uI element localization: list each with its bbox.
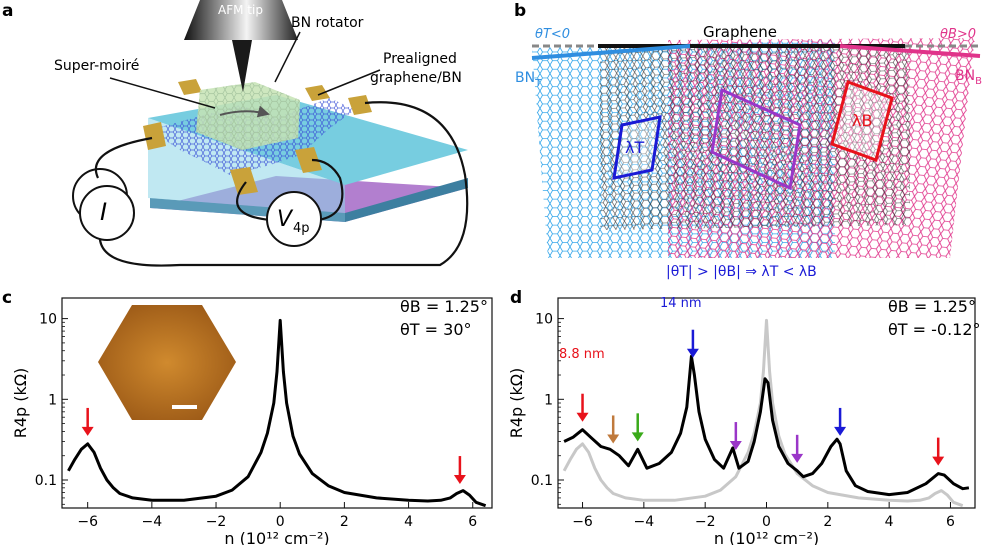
afm-tip-label: AFM tip — [218, 3, 263, 17]
y-tick-label: 0.1 — [35, 473, 57, 489]
contact-bottom-right — [295, 147, 322, 173]
chart-d: −6 −4 −2 0 2 4 6 0.1 1 10 n (10¹² cm⁻²) R4p (kΩ) — [507, 297, 976, 548]
theta-t-condition: θT<0 — [535, 27, 570, 42]
y-tick-label: 1 — [48, 392, 57, 408]
x-tick-label: −4 — [142, 514, 163, 530]
panel-a-label: a — [2, 1, 13, 21]
current-symbol: I — [100, 198, 107, 226]
substrate-side-right — [345, 178, 468, 222]
x-tick-label: 4 — [404, 514, 413, 530]
x-tick-label: 2 — [340, 514, 349, 530]
peak-arrow-head — [834, 426, 847, 436]
lambda-b-cell — [830, 80, 894, 162]
prealigned-label-line1: Prealigned — [383, 51, 457, 67]
chart-c: −6 −4 −2 0 2 4 6 0.1 1 10 n (10¹² cm⁻²) R4p (kΩ) — [11, 297, 493, 548]
y-axis-label: R4p (kΩ) — [11, 368, 30, 439]
bn-t-bar — [531, 44, 691, 60]
lambda-t-label: λT — [625, 138, 644, 157]
panel-d-label: d — [510, 288, 522, 308]
series-line-1 — [563, 354, 970, 497]
super-moire-leader — [109, 77, 216, 109]
y-tick-label: 10 — [535, 312, 553, 328]
afm-cantilever — [184, 0, 298, 40]
annotation-14nm: 14 nm — [660, 296, 702, 311]
peak-arrow-head — [791, 453, 804, 463]
panel-a: a AFM tip BN rotator Super-moiré Prealig… — [2, 0, 469, 267]
y-tick-label: 1 — [544, 392, 553, 408]
voltage-meter — [266, 191, 322, 247]
peak-arrow-head — [576, 412, 589, 422]
series-line-0 — [562, 318, 964, 508]
rotation-arrow — [219, 105, 270, 118]
bn-rotator-flake-hex — [196, 82, 300, 150]
x-tick-label: −2 — [695, 514, 716, 530]
contact-bottom-left — [230, 167, 258, 195]
bn-b-bar — [839, 44, 981, 58]
super-moire-label: Super-moiré — [54, 58, 139, 74]
bn-rotator-leader — [274, 31, 301, 83]
wire-voltage — [236, 158, 344, 222]
bn-rotator-label: BN rotator — [291, 15, 364, 31]
y-tick-label: 0.1 — [531, 473, 553, 489]
x-tick-label: 0 — [762, 514, 771, 530]
peak-arrow-head — [81, 426, 94, 436]
panel-c-label: c — [2, 288, 12, 308]
y-axis-label: R4p (kΩ) — [507, 368, 526, 439]
prealigned-label-line2: graphene/BN — [370, 70, 462, 86]
graphene-lattice — [600, 45, 910, 230]
series-line-0 — [67, 318, 487, 508]
x-tick-label: 6 — [468, 514, 477, 530]
peak-arrow-head — [932, 456, 945, 466]
graphene-label: Graphene — [703, 23, 777, 41]
peak-arrow-head — [729, 441, 742, 451]
theta-b-condition: θB>0 — [940, 27, 976, 42]
peak-arrow-head — [631, 432, 644, 442]
x-tick-label: 4 — [885, 514, 894, 530]
lambda-t-cell — [612, 115, 662, 180]
chart-d-theta-t: θT = -0.12° — [888, 320, 981, 339]
chart-c-theta-t: θT = 30° — [400, 320, 472, 339]
peak-arrow-head — [453, 475, 466, 485]
bn-b-label: BNB — [955, 68, 982, 87]
voltage-sub: 4p — [293, 221, 310, 236]
annotation-8-8nm: 8.8 nm — [559, 347, 605, 362]
x-axis-label: n (10¹² cm⁻²) — [224, 529, 329, 545]
theta-relation: |θT| > |θB| ⇒ λT < λB — [666, 264, 817, 280]
bn-t-label: BNT — [515, 70, 542, 89]
contact-left — [143, 122, 166, 150]
x-tick-label: −6 — [572, 514, 593, 530]
contact-top-left — [178, 79, 202, 95]
chart-c-theta-b: θB = 1.25° — [400, 297, 488, 316]
panel-b-label: b — [514, 1, 526, 21]
current-source — [79, 185, 135, 241]
x-tick-label: 6 — [946, 514, 955, 530]
wire-current — [94, 101, 469, 267]
x-tick-label: 2 — [823, 514, 832, 530]
peak-arrow-head — [686, 348, 699, 358]
x-tick-label: −2 — [206, 514, 227, 530]
x-tick-label: −6 — [77, 514, 98, 530]
lambda-b-label: λB — [852, 111, 872, 130]
prealigned-leader — [317, 69, 381, 96]
contact-top-right — [305, 85, 330, 101]
panel-b: b Graphene θT<0 θB>0 BNT BNB λT λB |θT| … — [514, 1, 982, 280]
afm-inset-image — [98, 305, 236, 420]
y-tick-label: 10 — [39, 312, 57, 328]
contact-right — [348, 95, 372, 115]
x-tick-label: 0 — [276, 514, 285, 530]
voltage-symbol: V — [277, 207, 294, 232]
x-tick-label: −4 — [634, 514, 655, 530]
chart-d-theta-b: θB = 1.25° — [888, 297, 976, 316]
moire-cell-purple — [710, 87, 802, 191]
peak-arrow-head — [607, 434, 620, 444]
afm-tip-cone — [232, 40, 252, 92]
x-axis-label: n (10¹² cm⁻²) — [714, 529, 819, 545]
